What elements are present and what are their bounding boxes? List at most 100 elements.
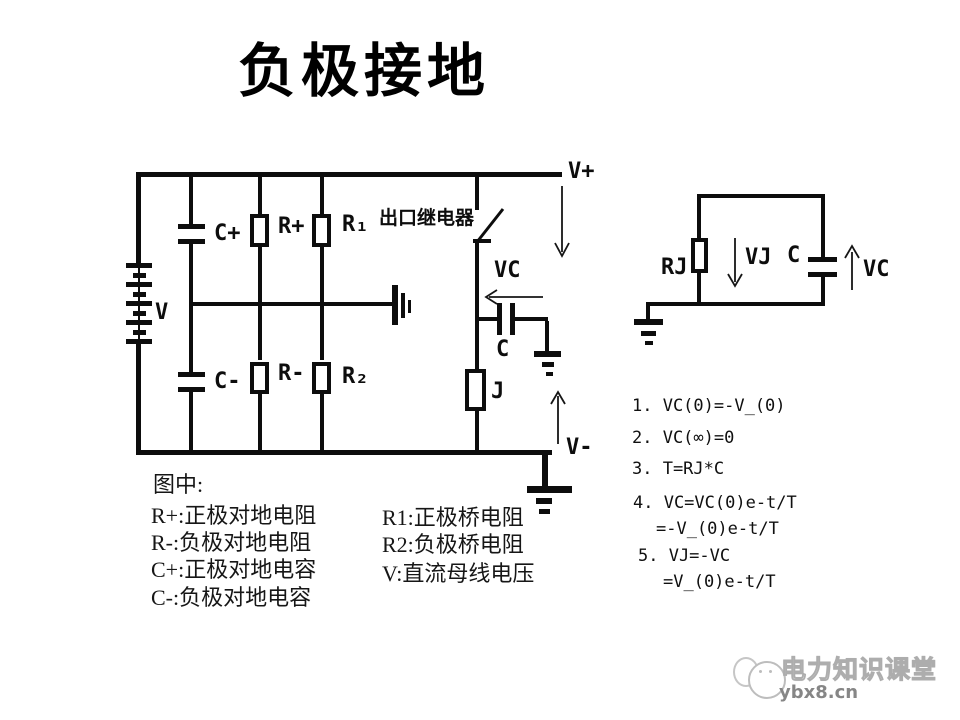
- watermark-brand: 电力知识课堂: [780, 657, 938, 684]
- vj-arrowhead-icon: [727, 273, 743, 288]
- capacitor-plate: [808, 272, 837, 277]
- wire: [646, 306, 650, 320]
- relay-coil-box-j: [465, 369, 486, 411]
- wire: [515, 317, 548, 321]
- ground-bar: [542, 362, 554, 367]
- ground-bar: [536, 498, 552, 504]
- wire: [189, 244, 193, 372]
- wire: [258, 394, 262, 450]
- ground-bar: [539, 509, 550, 514]
- ground-bar: [401, 293, 405, 318]
- resistor-box-r-plus: [250, 214, 269, 247]
- arrows: [484, 186, 570, 444]
- ground-bar: [641, 331, 656, 336]
- capacitor-plate: [178, 387, 205, 392]
- battery-bar: [126, 301, 152, 306]
- switch-blade: [475, 208, 505, 243]
- r-plus-label: R+: [278, 214, 305, 239]
- legend-item: R-:负极对地电阻: [151, 530, 312, 555]
- vc-left-arrowhead-icon: [484, 289, 498, 305]
- legend-item: C-:负极对地电容: [151, 585, 312, 610]
- wire: [697, 273, 701, 306]
- v-plus-arrowhead-icon: [554, 242, 570, 258]
- watermark-logo-icon: [748, 661, 786, 699]
- equation-4: 4. VC=VC(0)e-t/T: [633, 493, 797, 513]
- resistor-box-r1: [312, 214, 331, 247]
- relay-label: 出口继电器: [379, 208, 475, 229]
- ground-bar: [645, 341, 653, 345]
- wire: [479, 317, 499, 321]
- wire: [475, 243, 479, 369]
- vc-label: VC: [494, 258, 521, 283]
- wire: [258, 177, 262, 214]
- v-plus-label: V+: [568, 159, 595, 184]
- battery-bar: [133, 330, 146, 335]
- wire: [697, 198, 701, 238]
- wire: [545, 321, 549, 351]
- ground-bar: [634, 319, 663, 325]
- coil-j-label: J: [491, 379, 505, 404]
- capacitor-plate: [497, 303, 502, 335]
- v-minus-label: V-: [566, 435, 593, 460]
- vc-up-arrowhead-icon: [844, 244, 860, 259]
- top-bus-wire: [136, 172, 562, 177]
- resistor-box-rj: [691, 238, 708, 273]
- ground-bar: [527, 486, 572, 493]
- ground-bar: [408, 300, 411, 313]
- page-title: 负极接地: [238, 37, 491, 105]
- equation-1: 1. VC(0)=-V_(0): [632, 396, 786, 416]
- wire: [258, 247, 262, 360]
- legend-item: V:直流母线电压: [382, 561, 535, 586]
- wire: [189, 392, 193, 450]
- vj-label: VJ: [745, 245, 772, 270]
- battery-bar: [126, 282, 152, 287]
- wire: [646, 302, 825, 306]
- wire: [821, 198, 825, 257]
- legend-item: R2:负极桥电阻: [382, 532, 524, 557]
- battery-v-label: V: [155, 300, 169, 325]
- wire: [320, 247, 324, 360]
- wire: [821, 277, 825, 306]
- wire: [320, 394, 324, 450]
- wire: [697, 194, 825, 198]
- switch-contact: [473, 239, 491, 243]
- watermark-site: ybx8.cn: [779, 682, 859, 703]
- r2-label: R₂: [342, 364, 369, 389]
- battery-bar: [126, 320, 152, 325]
- resistor-box-r-minus: [250, 362, 269, 394]
- wire: [475, 177, 479, 210]
- equation-5-continued: =V_(0)e-t/T: [663, 572, 776, 592]
- capacitor-plate: [178, 372, 205, 377]
- bottom-bus-wire: [136, 450, 552, 455]
- logo-eye-dot: [759, 670, 762, 673]
- equation-4-continued: =-V_(0)e-t/T: [656, 519, 779, 539]
- legend-item: R1:正极桥电阻: [382, 505, 524, 530]
- rj-label: RJ: [661, 255, 688, 280]
- rj-c-label: C: [787, 243, 801, 268]
- mid-ground-wire: [191, 302, 394, 306]
- r-minus-label: R-: [278, 361, 305, 386]
- resistor-box-r2: [312, 362, 331, 394]
- battery-bar: [126, 263, 152, 268]
- wire: [320, 177, 324, 214]
- rj-vc-label: VC: [863, 257, 890, 282]
- main-circuit: [126, 172, 572, 514]
- c-plus-label: C+: [214, 221, 241, 246]
- battery-bar: [133, 292, 146, 297]
- legend-item: R+:正极对地电阻: [151, 503, 317, 528]
- legend-heading: 图中:: [153, 472, 204, 497]
- rj-circuit: [634, 194, 837, 345]
- logo-eye-dot: [769, 670, 772, 673]
- equation-5: 5. VJ=-VC: [638, 546, 731, 566]
- wire: [189, 177, 193, 224]
- capacitor-plate: [510, 303, 515, 335]
- ground-bar: [392, 285, 398, 325]
- ground-bar: [546, 372, 553, 376]
- wire: [136, 344, 141, 450]
- capacitor-plate: [178, 224, 205, 229]
- c-minus-label: C-: [214, 369, 241, 394]
- equation-2: 2. VC(∞)=0: [632, 428, 735, 448]
- v-minus-arrowhead-icon: [550, 390, 566, 405]
- battery-bar: [133, 311, 146, 316]
